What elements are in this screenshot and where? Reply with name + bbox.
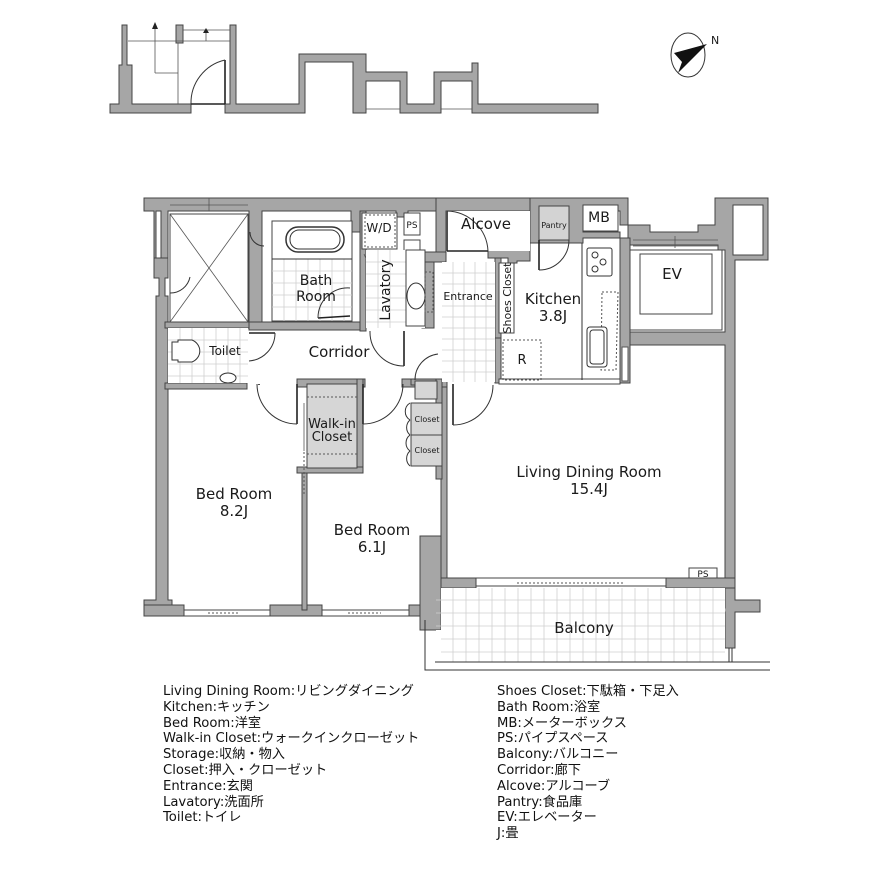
sink-icon: [406, 282, 426, 310]
legend-item: Alcove:アルコーブ: [497, 778, 611, 794]
ps-top-label: PS: [406, 221, 417, 231]
bedroom-1-label: Bed Room: [196, 485, 273, 503]
washer-dryer-area: W/D: [361, 212, 398, 264]
closets: Closet Closet: [404, 402, 443, 467]
legend-item: PS:パイプスペース: [497, 731, 609, 747]
legend-item: EV:エレベーター: [497, 810, 597, 826]
legend-item: Bath Room:浴室: [497, 699, 601, 715]
balcony-label: Balcony: [554, 619, 614, 637]
walk-in-closet-label-2: Closet: [312, 430, 353, 445]
closet-2-label: Closet: [415, 446, 440, 455]
wd-label: W/D: [366, 221, 391, 235]
walk-in-closet: Walk-in Closet: [303, 383, 358, 495]
closet-1-label: Closet: [415, 415, 440, 424]
legend-item: Entrance:玄関: [163, 778, 253, 794]
pantry-label: Pantry: [541, 221, 567, 230]
toilet-label: Toilet: [208, 344, 241, 358]
mb-label: MB: [588, 210, 610, 226]
bath-room: Bath Room: [271, 220, 353, 322]
balcony: Balcony: [424, 588, 770, 671]
alcove: Alcove: [446, 210, 530, 252]
bedroom-1-size: 8.2J: [220, 502, 248, 520]
kitchen-sink-icon: [586, 326, 608, 368]
legend-right: Shoes Closet:下駄箱・下足入 Bath Room:浴室 MB:メータ…: [497, 684, 679, 842]
kitchen-label: Kitchen: [525, 290, 581, 308]
bedroom-1: Bed Room 8.2J: [183, 485, 273, 617]
corridor: Corridor: [309, 343, 439, 400]
bath-room-label-2: Room: [296, 289, 336, 305]
bedroom-1-door: [256, 383, 298, 425]
kitchen-size: 3.8J: [539, 307, 567, 325]
legend-item: Toilet:トイレ: [163, 810, 242, 826]
bedroom-2: Bed Room 6.1J: [321, 521, 411, 617]
living-room-door: [452, 384, 494, 426]
ps-bottom-label: PS: [697, 570, 708, 580]
legend-item: Shoes Closet:下駄箱・下足入: [497, 684, 679, 699]
legend-item: Walk-in Closet:ウォークインクローゼット: [163, 731, 420, 747]
void-stair-area: [169, 198, 265, 323]
refrigerator-space: [502, 339, 542, 381]
legend-item: Lavatory:洗面所: [163, 794, 264, 810]
legend-item: MB:メーターボックス: [497, 715, 627, 731]
bathtub-icon: [285, 226, 345, 253]
legend-item: Closet:押入・クローゼット: [163, 762, 328, 778]
north-compass-icon: N: [670, 32, 719, 78]
legend-item: Balcony:バルコニー: [497, 747, 619, 763]
entrance-label: Entrance: [443, 290, 493, 303]
building-outline-top: [109, 22, 599, 114]
legend-item: Corridor:廊下: [497, 762, 581, 778]
legend-item: Storage:収納・物入: [163, 747, 285, 763]
legend-left: Living Dining Room:リビングダイニング Kitchen:キッチ…: [163, 684, 419, 826]
legend-item: Pantry:食品庫: [497, 794, 583, 810]
toilet-icon: [171, 339, 201, 363]
legend-item: J:畳: [497, 826, 519, 842]
legend-item: Bed Room:洋室: [163, 715, 262, 731]
lavatory: Lavatory: [366, 249, 434, 367]
alcove-label: Alcove: [461, 215, 511, 233]
legend-item: Kitchen:キッチン: [163, 699, 270, 715]
ev-label: EV: [662, 265, 682, 283]
bedroom-2-size: 6.1J: [358, 538, 386, 556]
elevator: EV: [629, 236, 723, 331]
living-dining-room: Living Dining Room 15.4J PS: [475, 463, 718, 587]
legend-item: Living Dining Room:リビングダイニング: [163, 684, 414, 699]
bedroom-2-door: [362, 383, 404, 425]
walk-in-closet-label: Walk-in: [308, 417, 356, 432]
lavatory-label: Lavatory: [378, 259, 394, 320]
entrance: Entrance Shoes Closet: [442, 262, 515, 382]
bedroom-2-label: Bed Room: [334, 521, 411, 539]
corridor-label: Corridor: [309, 343, 371, 361]
living-dining-label: Living Dining Room: [516, 463, 661, 481]
kitchen: Pantry MB Kitchen 3.8J R: [502, 205, 619, 381]
living-dining-size: 15.4J: [570, 480, 608, 498]
refrigerator-label: R: [517, 353, 526, 368]
toilet-room: Toilet: [168, 328, 276, 384]
north-label: N: [711, 34, 719, 47]
bath-room-label: Bath: [300, 273, 333, 289]
shoes-closet-label: Shoes Closet: [501, 262, 514, 334]
